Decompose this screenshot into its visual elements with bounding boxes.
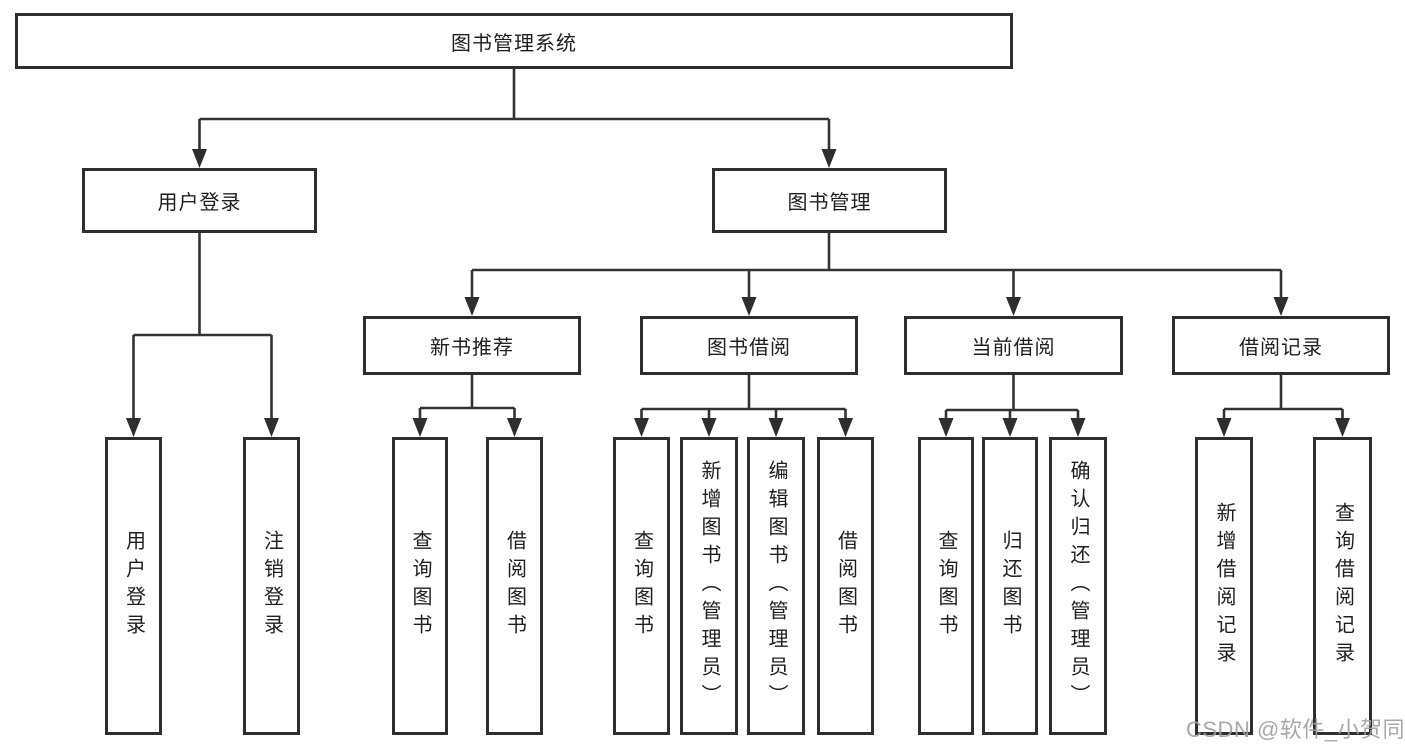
node-label: 确认归还（管理员） [1067,460,1089,712]
node-label: 新书推荐 [430,337,514,359]
csdn-watermark: CSDN @软件_小贺同学 [1186,717,1405,742]
node-leaf-edit-book-admin: 编辑图书（管理员） [747,437,805,735]
node-label: 编辑图书（管理员） [765,460,787,712]
node-leaf-query-books-2: 查询图书 [613,437,670,735]
node-leaf-confirm-return-admin: 确认归还（管理员） [1049,437,1107,735]
node-user-login: 用户登录 [82,168,317,233]
node-leaf-query-books-1: 查询图书 [392,437,448,735]
node-label: 归还图书 [999,530,1021,642]
node-label: 借阅记录 [1239,337,1323,359]
node-current-borrowing: 当前借阅 [904,316,1123,375]
node-label: 图书管理系统 [451,32,577,55]
node-label: 图书借阅 [707,337,791,359]
node-label: 图书管理 [787,192,872,214]
node-book-borrowing: 图书借阅 [640,316,858,375]
node-label: 查询图书 [935,530,957,642]
node-leaf-query-borrow-record: 查询借阅记录 [1313,437,1372,735]
node-library-system: 图书管理系统 [15,13,1013,69]
node-book-management: 图书管理 [712,168,947,233]
node-leaf-add-book-admin: 新增图书（管理员） [680,437,738,735]
node-leaf-borrow-books-1: 借阅图书 [486,437,543,735]
node-new-book-recommendation: 新书推荐 [363,316,581,375]
node-label: 当前借阅 [971,337,1056,359]
node-label: 借阅图书 [503,530,526,642]
arrowheads [126,149,1350,437]
node-label: 新增图书（管理员） [698,460,720,712]
node-leaf-borrow-books-2: 借阅图书 [817,437,874,735]
node-label: 查询图书 [630,530,653,642]
node-leaf-logout: 注销登录 [243,437,300,735]
node-leaf-return-books: 归还图书 [982,437,1038,735]
node-leaf-add-borrow-record: 新增借阅记录 [1195,437,1253,735]
node-label: 用户登录 [122,530,145,642]
node-label: 查询图书 [409,530,431,642]
node-label: 新增借阅记录 [1213,502,1235,670]
node-label: 注销登录 [260,530,283,642]
node-leaf-query-books-3: 查询图书 [918,437,974,735]
node-borrowing-records: 借阅记录 [1172,316,1390,375]
node-leaf-user-login: 用户登录 [105,437,162,735]
node-label: 借阅图书 [834,530,857,642]
node-label: 用户登录 [157,192,242,214]
node-label: 查询借阅记录 [1331,502,1354,670]
